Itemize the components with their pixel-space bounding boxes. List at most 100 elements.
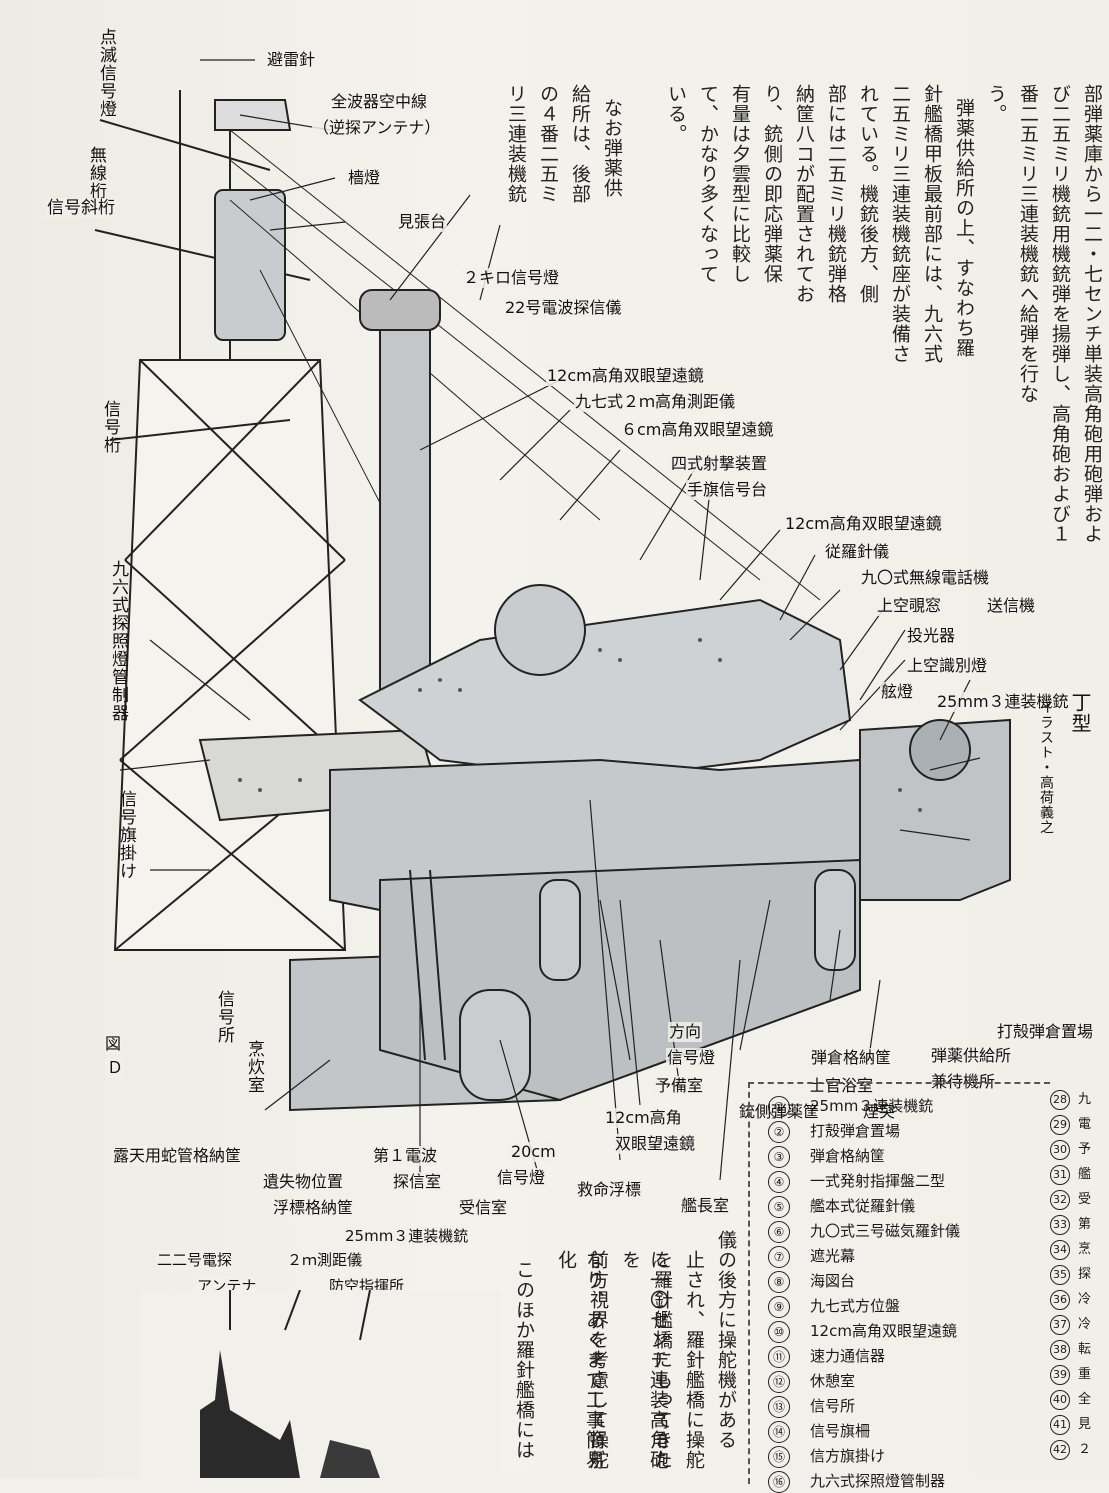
body-col-1: 部弾薬庫から一二・七センチ単装高角砲用砲弾およ: [1081, 84, 1103, 544]
label-officer-bath: 士官浴室: [808, 1076, 875, 1096]
label-radio-phone: 九〇式無線電話機: [860, 568, 991, 588]
label-20cm: 20cm: [510, 1142, 557, 1162]
legend-text: 25mm３連装機銃: [810, 1097, 934, 1115]
legend2-text: 烹: [1078, 1242, 1092, 1257]
legend2-text: 受: [1078, 1192, 1092, 1207]
label-photo-25mm: 25mm３連装機銃: [344, 1226, 470, 1246]
body-col-12: 有量は夕雲型に比較し: [729, 84, 751, 284]
label-side-light: 舷燈: [880, 682, 915, 702]
legend2-number: 39: [1050, 1365, 1070, 1385]
label-compass: 従羅針儀: [824, 542, 891, 562]
legend-row: ① 25mm３連装機銃: [768, 1096, 933, 1118]
label-rangefinder: 九七式２ｍ高角測距儀: [574, 392, 737, 412]
legend2-row: 30 予: [1050, 1138, 1091, 1160]
legend2-row: 32 受: [1050, 1188, 1091, 1210]
label-buoy-box: 浮標格納筐: [272, 1198, 355, 1218]
legend2-text: 重: [1078, 1367, 1092, 1382]
bottom-col-4: に一〇センチ連装高角砲を: [619, 1250, 669, 1470]
body-col-17: の４番二五ミ: [537, 84, 559, 204]
legend2-text: 第: [1078, 1217, 1092, 1232]
label-magazine-box: 弾倉格納筐: [810, 1048, 893, 1068]
legend-number: ①: [768, 1096, 790, 1118]
label-antenna-sub: （逆探アンテナ）: [312, 118, 442, 138]
fire-control-director: [494, 584, 586, 676]
legend-number: ⑫: [768, 1371, 790, 1393]
legend2-text: 予: [1078, 1142, 1092, 1157]
legend-text: 休憩室: [810, 1372, 856, 1390]
label-6cm-binoculars: ６cm高角双眼望遠鏡: [620, 420, 775, 440]
label-funnel: 煙突: [862, 1102, 897, 1122]
body-col-16: 給所は、後部: [569, 84, 591, 204]
label-2km-light: ２キロ信号燈: [462, 268, 561, 288]
legend2-text: 電: [1078, 1117, 1092, 1132]
label-25mm-mount: 25mm３連装機銃: [936, 692, 1070, 712]
legend2-number: 32: [1050, 1190, 1070, 1210]
label-lookout: 見張台: [397, 212, 448, 232]
body-col-14: いる。: [665, 84, 687, 144]
ladder: [409, 869, 446, 1061]
label-radio-yard: 無線桁: [86, 146, 106, 200]
legend-text: 艦本式従羅針儀: [810, 1197, 916, 1215]
label-fire-control: 四式射撃装置: [670, 454, 769, 474]
legend2-number: 38: [1050, 1340, 1070, 1360]
label-direction: 方向: [668, 1022, 703, 1042]
door-3: [814, 869, 856, 971]
legend-text: 一式発射指揮盤二型: [810, 1172, 946, 1190]
label-antenna: 全波器空中線: [330, 92, 429, 112]
bottom-col-1: 儀の後方に操舵機がある: [715, 1230, 737, 1450]
triple-25mm-mount: [909, 719, 971, 781]
label-captain-room: 艦長室: [680, 1196, 731, 1216]
legend-text: 速力通信器: [810, 1347, 886, 1365]
label-sky-window: 上空覗窓: [876, 596, 943, 616]
legend2-number: 28: [1050, 1090, 1070, 1110]
illustrator-credit: イラスト・高荷義之: [1038, 700, 1054, 835]
legend-number: ⑭: [768, 1421, 790, 1443]
legend-text: 九六式探照燈管制器: [810, 1472, 946, 1490]
body-col-3: 番二五ミリ三連装機銃へ給弾を行な: [1017, 84, 1039, 404]
legend2-number: 40: [1050, 1390, 1070, 1410]
legend-number: ⑮: [768, 1446, 790, 1468]
lookout-post: [214, 189, 286, 341]
mast-bracing: [114, 359, 346, 951]
radar-antenna: [214, 99, 292, 131]
legend-number: ⑦: [768, 1246, 790, 1268]
legend2-text: 転: [1078, 1342, 1092, 1357]
legend-number: ⑨: [768, 1296, 790, 1318]
legend2-number: 35: [1050, 1265, 1070, 1285]
legend2-text: 全: [1078, 1392, 1092, 1407]
body-col-2: び二五ミリ機銃用機銃弾を揚弾し、高角砲および１: [1049, 84, 1071, 544]
door-2: [539, 879, 581, 981]
bottom-col-6: なり、あくまで工事簡易化: [555, 1250, 605, 1470]
body-col-7: 二五ミリ三連装機銃座が装備さ: [889, 84, 911, 364]
legend2-text: 艦: [1078, 1167, 1092, 1182]
body-col-8: れている。機銃後方、側: [857, 84, 879, 304]
label-photo-rangefinder: ２ｍ測距儀: [286, 1250, 364, 1270]
label-flag-platform: 手旗信号台: [686, 480, 769, 500]
deck-hatching: [238, 638, 922, 812]
legend2-row: 29 電: [1050, 1113, 1091, 1135]
body-col-10: 納筐八コが配置されてお: [793, 84, 815, 304]
label-sky-id-light: 上空識別燈: [906, 656, 989, 676]
label-signal-yard: 信号桁: [100, 400, 120, 454]
label-ammo-supply: 弾薬供給所: [930, 1046, 1013, 1066]
label-lost-item: 遺失物位置: [262, 1172, 345, 1192]
legend-text: 弾倉格納筐: [810, 1147, 886, 1165]
legend-text: 信号所: [810, 1397, 856, 1415]
legend2-number: 37: [1050, 1315, 1070, 1335]
label-type-d: 丁型: [1068, 692, 1092, 734]
body-col-5: 弾薬供給所の上、すなわち羅: [953, 98, 975, 358]
legend2-number: 30: [1050, 1140, 1070, 1160]
legend2-number: 29: [1050, 1115, 1070, 1135]
